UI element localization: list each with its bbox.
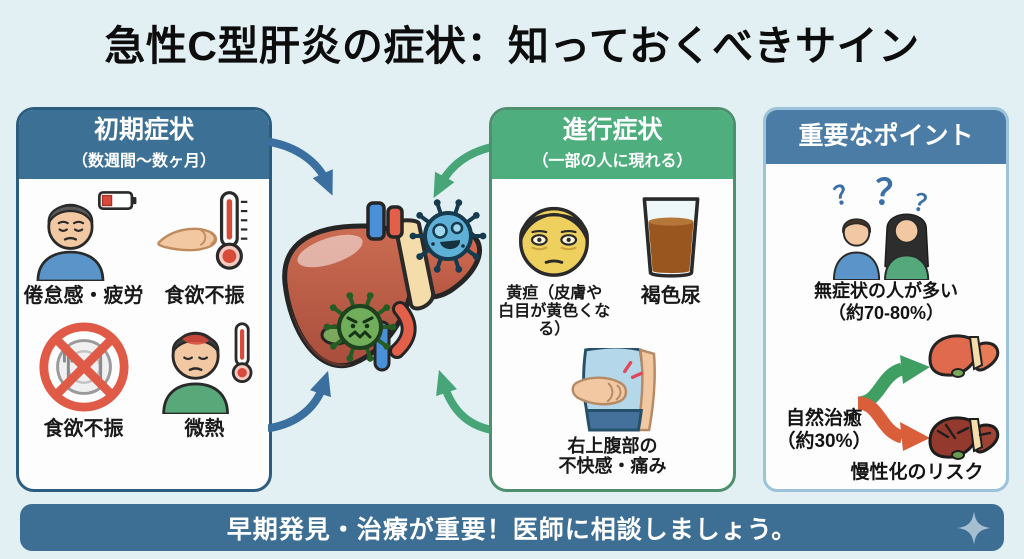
- asymptomatic-people-icon: ？ ？ ？: [831, 172, 940, 280]
- arrow-initial-bottom: [268, 370, 331, 432]
- list-item: 黄疸（皮膚や 白目が黄色くなる）: [496, 187, 613, 340]
- progressive-symptoms-grid: 黄疸（皮膚や 白目が黄色くなる） 褐色尿: [492, 179, 733, 340]
- hepatic-artery: [386, 205, 404, 239]
- list-item: 微熱: [144, 320, 265, 441]
- arrow-initial-top: [268, 138, 333, 196]
- asymptomatic-block: ？ ？ ？ 無症状の人が多い （約70-80%）: [766, 164, 1006, 325]
- arrow-chronic: [857, 396, 905, 443]
- man-figure: [832, 217, 881, 280]
- symptom-label: 右上腹部の 不快感・痛み: [558, 435, 667, 477]
- fatigue-person-battery-icon: [25, 187, 143, 281]
- symptom-label: 食欲不振: [43, 417, 124, 440]
- initial-symptoms-grid: 倦怠感・疲労: [19, 179, 269, 441]
- footer-banner: 早期発見・治療が重要！医師に相談しましょう。: [20, 504, 1004, 551]
- outcome-branch-block: 自然治癒 （約30%） 慢性化のリスク: [766, 331, 1006, 489]
- symptom-label: 微熱: [184, 417, 225, 440]
- panel-progressive-subtitle: （一部の人に現れる）: [532, 152, 693, 170]
- virus-icon-blue: [409, 199, 487, 273]
- dark-urine-glass-icon: [638, 187, 704, 281]
- outcome-branch-diagram: [778, 333, 1000, 460]
- natural-healing-label: 自然治癒 （約30%）: [776, 407, 872, 453]
- healthy-liver-icon: [928, 333, 1000, 378]
- list-item: 食欲不振: [23, 320, 144, 441]
- footer-message: 早期発見・治療が重要！医師に相談しましょう。: [226, 515, 798, 544]
- woman-figure: [884, 213, 930, 280]
- liver-illustration: [268, 138, 494, 434]
- fever-person-icon: [153, 320, 257, 414]
- hand-thermometer-icon: [153, 187, 257, 281]
- list-item: 食欲不振: [144, 187, 265, 308]
- symptom-label: 褐色尿: [640, 284, 701, 307]
- arrow-progressive-top: [433, 143, 494, 199]
- panel-initial-header: 初期症状 （数週間〜数ヶ月）: [19, 110, 269, 179]
- arrow-progressive-bottom: [436, 369, 494, 434]
- panel-progressive-header: 進行症状 （一部の人に現れる）: [492, 110, 733, 179]
- portal-vein: [366, 201, 386, 241]
- question-mark: ？: [831, 178, 862, 211]
- chronic-risk-label: 慢性化のリスク: [850, 461, 984, 483]
- virus-icon-green: [323, 292, 397, 362]
- symptom-label: 倦怠感・疲労: [23, 284, 144, 307]
- panel-progressive-symptoms: 進行症状 （一部の人に現れる）: [489, 107, 736, 492]
- panel-initial-title: 初期症状: [93, 116, 194, 144]
- abdominal-pain-icon: [565, 347, 661, 432]
- question-mark: ？: [872, 172, 911, 214]
- panel-key-header: 重要なポイント: [766, 110, 1006, 164]
- panel-initial-subtitle: （数週間〜数ヶ月）: [71, 152, 216, 170]
- panel-progressive-title: 進行症状: [562, 116, 663, 144]
- asymptomatic-label: 無症状の人が多い （約70-80%）: [814, 280, 958, 324]
- symptom-label: 黄疸（皮膚や 白目が黄色くなる）: [498, 284, 611, 339]
- list-item: 右上腹部の 不快感・痛み: [492, 347, 733, 477]
- panel-key-title: 重要なポイント: [798, 122, 974, 150]
- no-appetite-plate-icon: [37, 320, 131, 414]
- damaged-liver-icon: [928, 415, 1000, 460]
- panel-initial-symptoms: 初期症状 （数週間〜数ヶ月）: [16, 107, 272, 492]
- list-item: 倦怠感・疲労: [23, 187, 144, 308]
- panel-key-points: 重要なポイント ？ ？ ？ 無症状の人が多い （約70: [763, 107, 1009, 492]
- page-title: 急性C型肝炎の症状：知っておくべきサイン: [104, 23, 920, 69]
- sparkle-icon: [957, 511, 991, 545]
- list-item: 褐色尿: [613, 187, 730, 340]
- symptom-label: 食欲不振: [164, 284, 245, 307]
- jaundice-face-icon: [509, 187, 599, 281]
